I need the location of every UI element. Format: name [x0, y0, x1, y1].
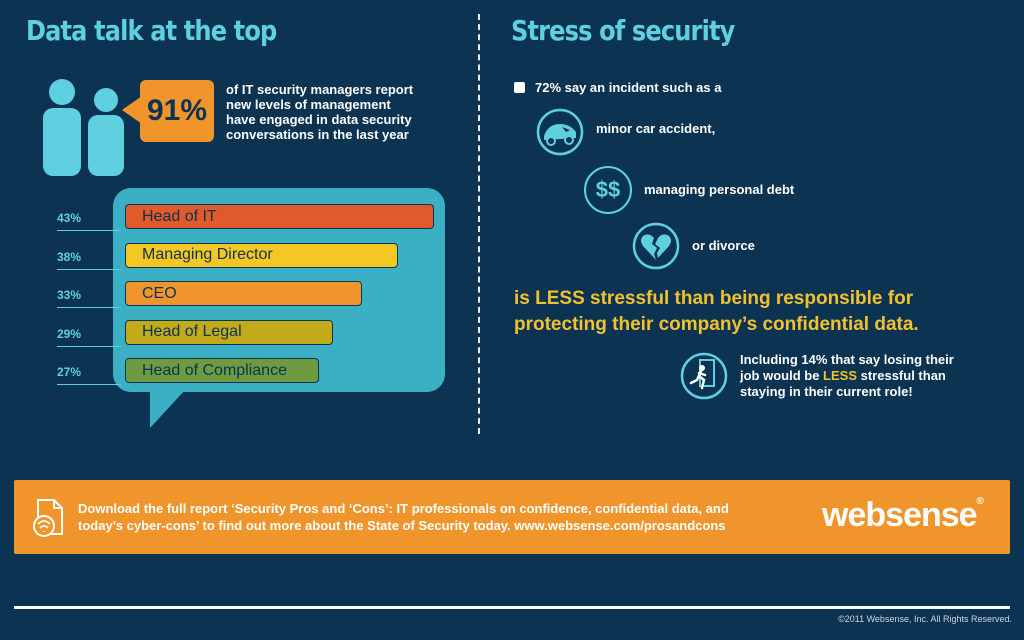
speech-bubble-tail: [150, 390, 185, 428]
bar-4: Head of Compliance: [125, 358, 319, 383]
running-person-icon: [680, 352, 728, 400]
stat-badge: 91%: [146, 94, 208, 127]
car-icon: [536, 108, 584, 156]
bar-value-label: 33%: [57, 288, 82, 302]
bar-leader-line: [57, 268, 121, 270]
footer-line: Download the full report ‘Security Pros …: [78, 501, 729, 516]
bottom-rule: [14, 606, 1010, 609]
bar-value-label: 43%: [57, 211, 82, 225]
note-emphasis: LESS: [823, 368, 858, 383]
note-line: staying in their current role!: [740, 384, 913, 399]
stress-item-divorce: or divorce: [692, 238, 755, 253]
report-icon[interactable]: [30, 498, 66, 538]
stat-line: conversations in the last year: [226, 127, 409, 142]
report-link[interactable]: www.websense.com/prosandcons: [514, 518, 726, 533]
bar-leader-line: [57, 345, 121, 347]
logo-text: websense: [822, 496, 978, 534]
bar-value-label: 29%: [57, 326, 82, 341]
copyright: ©2011 Websense, Inc. All Rights Reserved…: [838, 614, 1012, 624]
dollar-icon: $$: [584, 166, 632, 214]
stress-item-debt: managing personal debt: [644, 182, 795, 197]
stress-intro: 72% say an incident such as a: [535, 80, 722, 95]
registered-mark: ®: [976, 496, 984, 507]
note-text: job would be: [740, 368, 824, 383]
stress-conclusion: is LESS stressful than being responsible…: [514, 286, 919, 338]
stat-line: of IT security managers report: [226, 82, 414, 97]
websense-logo: websense®: [822, 496, 984, 535]
bar-leader-line: [57, 307, 121, 308]
badge-pointer: [122, 96, 142, 124]
stress-note: Including 14% that say losing their job …: [740, 352, 954, 400]
footer-line: today’s cyber-cons’ to find out more abo…: [78, 517, 729, 534]
stress-item-car: minor car accident,: [596, 121, 716, 136]
bar-1: Managing Director: [125, 242, 398, 268]
bar-0: Head of IT: [125, 204, 434, 229]
conclusion-line: is LESS stressful than being responsible…: [514, 288, 914, 309]
stat-line: have engaged in data security: [226, 112, 412, 127]
badge-box: [140, 80, 214, 142]
bar-value-label: 27%: [57, 365, 82, 379]
stat-description: of IT security managers report new level…: [226, 82, 413, 142]
bar-3: Head of Legal: [125, 319, 333, 345]
conclusion-line: protecting their company’s confidential …: [514, 314, 919, 335]
people-icon: [43, 79, 124, 176]
broken-heart-icon: [632, 222, 680, 270]
bar-2: CEO: [125, 281, 362, 306]
right-heading: Stress of security: [511, 14, 735, 47]
footer-description: Download the full report ‘Security Pros …: [78, 500, 729, 534]
note-line: job would be LESS stressful than: [740, 368, 954, 384]
bar-leader-line: [57, 230, 121, 231]
note-line: Including 14% that say losing their: [740, 352, 954, 367]
footer-text: today’s cyber-cons’ to find out more abo…: [78, 518, 511, 533]
stat-line: new levels of management: [226, 97, 391, 112]
footer-banner: [14, 480, 1010, 554]
bar-leader-line: [57, 384, 121, 385]
bullet-icon: [514, 82, 525, 93]
note-text: stressful than: [857, 368, 946, 383]
bar-value-label: 38%: [57, 249, 82, 264]
left-heading: Data talk at the top: [26, 14, 277, 47]
section-divider: [478, 14, 480, 434]
